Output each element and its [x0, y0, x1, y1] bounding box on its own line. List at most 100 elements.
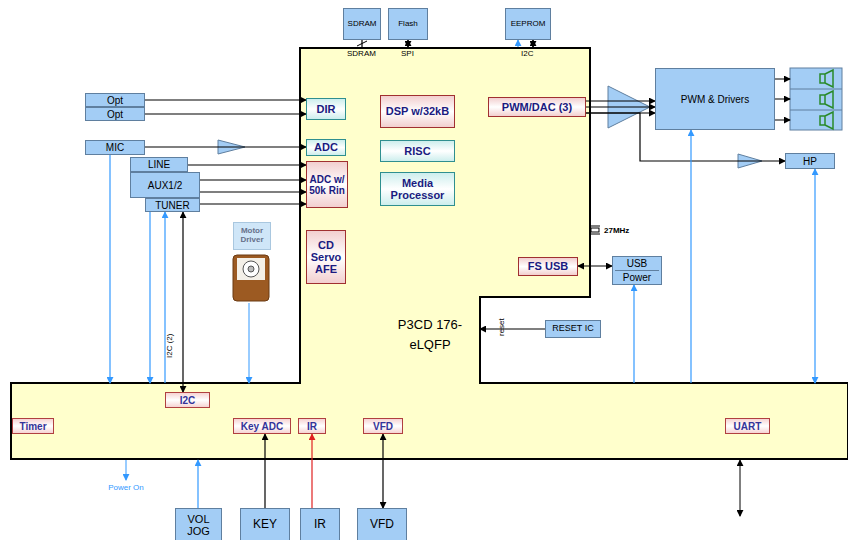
node-text: Opt	[107, 109, 123, 120]
signal-connector	[578, 265, 612, 266]
signal-connector	[633, 285, 634, 383]
chip-outline	[11, 48, 848, 459]
chip-block: RISC	[380, 140, 455, 162]
cd-tray	[237, 258, 265, 280]
node-text: EEPROM	[511, 20, 546, 29]
speaker-box	[790, 68, 842, 130]
signal-connector	[814, 169, 815, 383]
node-text: Timer	[19, 421, 46, 432]
node-text: TUNER	[155, 200, 189, 211]
peripheral-block: UART	[725, 418, 770, 434]
signal-connector	[264, 434, 265, 508]
power-on-wire	[126, 460, 127, 480]
signal-label: Power On	[108, 484, 144, 493]
node-text: KEY	[253, 518, 277, 531]
node-text: Opt	[107, 95, 123, 106]
speaker-wire	[775, 79, 790, 80]
peripheral-block: Timer	[12, 418, 54, 434]
node-text: VFD	[373, 421, 393, 432]
driver-box: Motor Driver	[233, 222, 271, 250]
signal-connector	[532, 40, 533, 47]
signal-connector	[197, 460, 198, 508]
node-text: VFD	[370, 518, 394, 531]
chip-block: PWM/DAC (3)	[488, 97, 586, 117]
speaker-wire	[775, 120, 790, 121]
node-text: RESET IC	[552, 324, 593, 334]
input-box: MIC	[85, 140, 145, 155]
reset-box: RESET IC	[545, 320, 601, 338]
signal-connector	[145, 146, 306, 147]
signal-connector	[586, 100, 655, 101]
node-text: Media Processor	[383, 177, 452, 201]
signal-connector	[690, 130, 691, 383]
chip-block: DSP w/32kB	[380, 95, 455, 128]
speaker-symbol	[820, 112, 833, 129]
node-text: MIC	[106, 142, 124, 153]
signal-connector	[109, 155, 110, 383]
memory-box: Flash	[388, 8, 428, 40]
chip-block: FS USB	[518, 257, 578, 276]
node-text: Flash	[398, 20, 418, 29]
cd-drive-body	[233, 255, 269, 301]
node-text: HP	[803, 156, 817, 167]
signal-connector	[145, 99, 306, 100]
chip-block: CD Servo AFE	[306, 230, 346, 284]
port-label: SDRAM	[347, 50, 376, 59]
input-box: TUNER	[145, 198, 200, 212]
chip-block: ADC w/ 50k Rin	[306, 161, 348, 208]
input-box: Opt	[85, 107, 145, 121]
crystal-plate	[590, 234, 600, 235]
node-text: PWM/DAC (3)	[502, 101, 572, 113]
signal-connector	[586, 106, 655, 107]
node-text: CD Servo AFE	[309, 239, 343, 275]
chip-block: Media Processor	[380, 172, 455, 206]
speaker-divider	[790, 110, 842, 111]
node-text: USB	[615, 257, 659, 270]
control-box: VFD	[357, 508, 407, 540]
node-text: P3CD 176-eLQFP	[380, 315, 480, 354]
node-text: Power	[615, 270, 659, 284]
peripheral-block: VFD	[363, 418, 403, 434]
node-text: AUX1/2	[148, 180, 182, 191]
node-text: ADC	[314, 141, 338, 153]
memory-box: EEPROM	[505, 8, 551, 40]
control-box: KEY	[240, 508, 290, 540]
input-box: LINE	[130, 157, 188, 172]
input-box: Opt	[85, 93, 145, 107]
driver-box: PWM & Drivers	[655, 68, 775, 130]
port-label: I2C	[521, 50, 533, 59]
signal-connector	[361, 40, 362, 47]
signal-connector	[145, 113, 306, 114]
peripheral-block: I2C	[165, 392, 210, 408]
signal-connector	[200, 179, 306, 180]
cd-drive	[233, 255, 269, 301]
peripheral-block: IR	[298, 418, 326, 434]
peripheral-block: Key ADC	[233, 418, 291, 434]
node-text: ADC w/ 50k Rin	[309, 174, 345, 196]
signal-connector	[149, 212, 150, 383]
node-text: DIR	[317, 103, 336, 115]
signal-connector	[480, 328, 545, 329]
cd-hub	[248, 266, 254, 272]
node-text: I2C	[180, 395, 196, 406]
node-text: IR	[307, 421, 317, 432]
usb-box: USBPower	[612, 256, 662, 285]
bus-slash	[357, 41, 367, 46]
speaker-symbol	[820, 70, 833, 87]
uart-wire	[740, 460, 741, 516]
signal-connector	[407, 40, 408, 47]
crystal-body	[591, 228, 599, 232]
node-text: IR	[314, 518, 326, 531]
bus-label: I2C (2)	[166, 334, 175, 358]
cd-disc	[243, 261, 259, 277]
speaker-divider	[790, 89, 842, 90]
signal-connector	[517, 40, 518, 47]
speaker-wire	[775, 99, 790, 100]
chip-block: DIR	[306, 98, 346, 120]
chip-block: ADC	[306, 139, 346, 156]
memory-box: SDRAM	[343, 8, 381, 40]
control-box: VOL JOG	[175, 508, 222, 540]
signal-label: reset	[498, 318, 507, 336]
signal-connector	[200, 191, 306, 192]
speaker-panel	[790, 68, 842, 130]
